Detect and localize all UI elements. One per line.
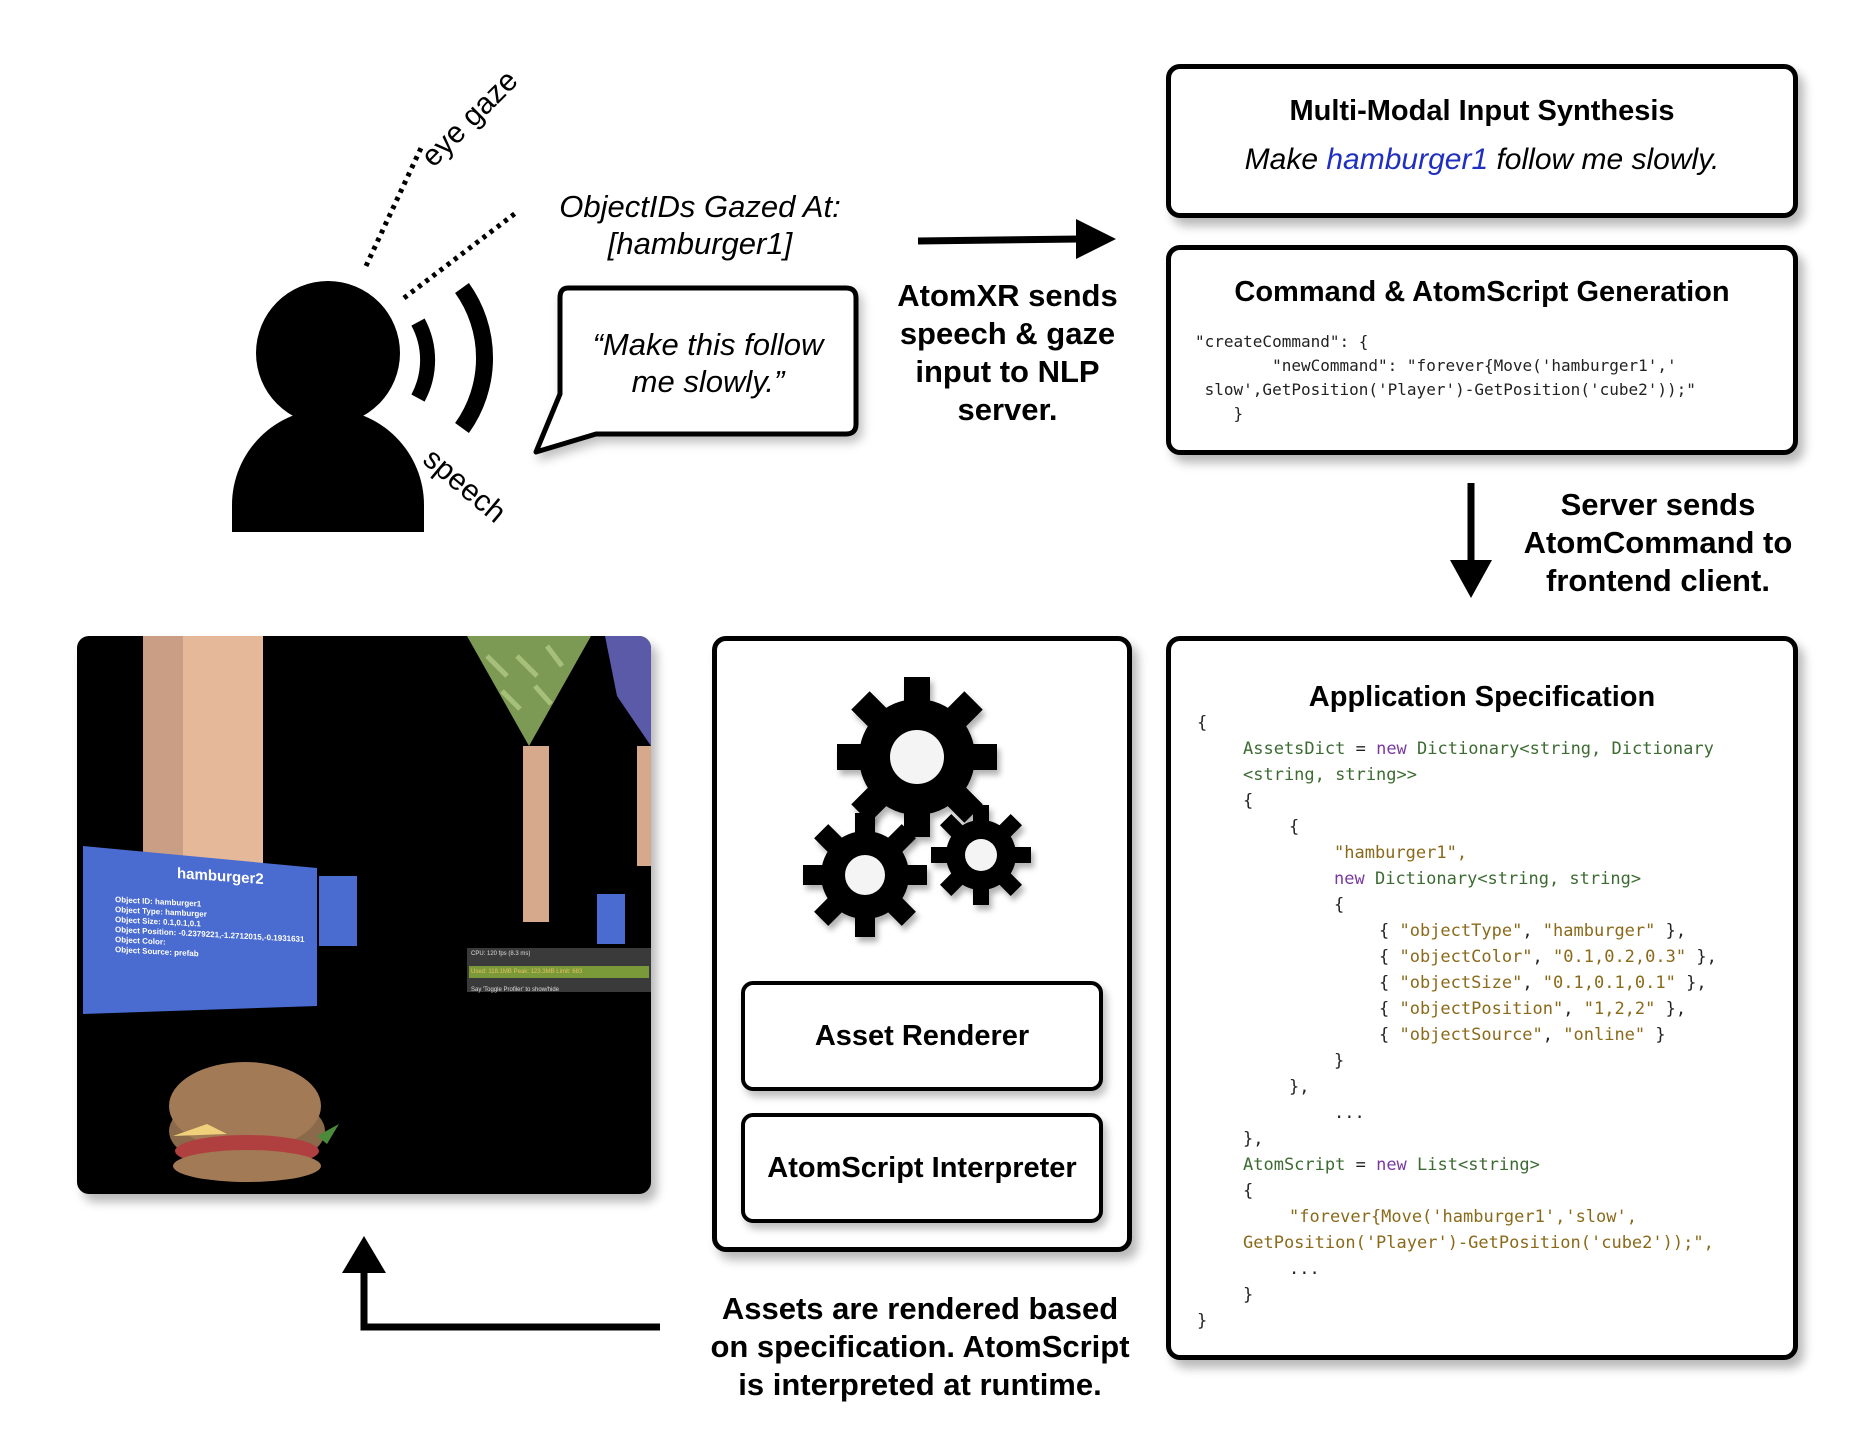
command-code-line: "createCommand": { [1195, 332, 1369, 351]
list-type: List<string> [1417, 1155, 1540, 1175]
step-render-line: is interpreted at runtime. [738, 1367, 1102, 1402]
multimodal-sentence: Make hamburger1 follow me slowly. [1171, 143, 1793, 177]
spec-line: { [1334, 895, 1345, 915]
spec-entry-line: { "objectSource", "online" } [1379, 1025, 1666, 1045]
speech-line1: “Make this follow [592, 327, 824, 362]
runtime-box: Asset Renderer AtomScript Interpreter [712, 636, 1132, 1252]
scene-stats-line: CPU: 120 fps (8.3 ms) [471, 951, 531, 957]
spec-line: GetPosition('Player')-GetPosition('cube2… [1243, 1233, 1714, 1253]
step-send-line: input to NLP [915, 354, 1100, 389]
spec-line: <string, string>> [1243, 765, 1417, 785]
scene-art [83, 636, 651, 1182]
command-gen-title: Command & AtomScript Generation [1234, 276, 1730, 308]
spec-line: { [1197, 713, 1208, 733]
entry-end: } [1645, 1025, 1666, 1045]
entry-value: "0.1,0.2,0.3" [1553, 947, 1687, 967]
command-code-line: } [1195, 404, 1244, 423]
step-send-line: speech & gaze [899, 316, 1116, 351]
entry-value: "1,2,2" [1583, 999, 1656, 1019]
scene-stats: CPU: 120 fps (8.3 ms) Used: 118.1MB Peak… [471, 950, 582, 994]
spec-line: { [1243, 791, 1254, 811]
spec-entry-line: { "objectType", "hamburger" }, [1379, 921, 1687, 941]
gears-icon [803, 677, 1031, 937]
entry-end: }, [1655, 999, 1687, 1019]
spec-line: } [1197, 1311, 1208, 1331]
step-server-label: Server sends AtomCommand to frontend cli… [1518, 486, 1798, 600]
command-gen-box: Command & AtomScript Generation "createC… [1166, 245, 1798, 455]
app-spec-box: Application Specification { AssetsDict =… [1166, 636, 1798, 1360]
command-code-line: "newCommand": "forever{Move('hamburger1'… [1195, 356, 1677, 375]
entry-value: "0.1,0.1,0.1" [1542, 973, 1676, 993]
spec-line: } [1334, 1051, 1345, 1071]
spec-line: { [1243, 1181, 1254, 1201]
spec-line: }, [1243, 1129, 1264, 1149]
entry-key: "objectColor" [1399, 947, 1533, 967]
entry-key: "objectSource" [1399, 1025, 1543, 1045]
dict-type: Dictionary<string, Dictionary [1417, 739, 1714, 759]
sentence-object: hamburger1 [1326, 143, 1489, 176]
spec-entry-line: { "objectSize", "0.1,0.1,0.1" }, [1379, 973, 1707, 993]
eq: = [1345, 739, 1377, 759]
gaze-info-line2: [hamburger1] [607, 226, 793, 261]
spec-line: "hamburger1", [1334, 843, 1468, 863]
entry-key: "objectSize" [1399, 973, 1523, 993]
speech-bubble-text: “Make this follow me slowly.” [560, 326, 856, 400]
spec-line: }, [1289, 1077, 1310, 1097]
step-send-line: server. [957, 392, 1058, 427]
speech-line2: me slowly.” [631, 364, 785, 399]
sentence-prefix: Make [1244, 143, 1327, 176]
gaze-info-line1: ObjectIDs Gazed At: [559, 189, 841, 224]
spec-line: ... [1289, 1259, 1320, 1279]
multimodal-title: Multi-Modal Input Synthesis [1289, 95, 1675, 127]
atomscript-interpreter-button: AtomScript Interpreter [741, 1113, 1103, 1223]
step-render-line: on specification. AtomScript [710, 1329, 1130, 1364]
spec-line: ... [1334, 1103, 1365, 1123]
step-send-label: AtomXR sends speech & gaze input to NLP … [880, 277, 1135, 429]
inner-type: Dictionary<string, string> [1374, 869, 1642, 889]
scene-stats-line: Say 'Toggle Profiler' to show/hide [471, 987, 560, 993]
entry-key: "objectType" [1399, 921, 1523, 941]
spec-line: { [1289, 817, 1300, 837]
command-code-line: slow',GetPosition('Player')-GetPosition(… [1195, 380, 1696, 399]
step-server-line: AtomCommand to [1523, 525, 1793, 560]
scene-panel-details: Object ID: hamburger1 Object Type: hambu… [115, 895, 304, 965]
scene-stats-line: Used: 118.1MB Peak: 123.3MB Limit: 683 [471, 969, 583, 975]
multimodal-box: Multi-Modal Input Synthesis Make hamburg… [1166, 64, 1798, 218]
spec-line: AssetsDict = new Dictionary<string, Dict… [1243, 739, 1714, 759]
entry-key: "objectPosition" [1399, 999, 1564, 1019]
new-kw: new [1334, 869, 1365, 889]
eq: = [1345, 1155, 1377, 1175]
new-kw: new [1376, 1155, 1407, 1175]
spec-entry-line: { "objectPosition", "1,2,2" }, [1379, 999, 1687, 1019]
spec-line: } [1243, 1285, 1254, 1305]
assets-name: AssetsDict [1243, 739, 1346, 759]
app-spec-title: Application Specification [1308, 681, 1656, 713]
step-server-line: frontend client. [1546, 563, 1770, 598]
entry-end: }, [1675, 973, 1707, 993]
step-server-line: Server sends [1560, 487, 1756, 522]
vr-scene-screenshot: hamburger2 Object ID: hamburger1 Object … [77, 636, 651, 1194]
spec-line: AtomScript = new List<string> [1243, 1155, 1540, 1175]
new-kw: new [1376, 739, 1407, 759]
step-render-label: Assets are rendered based on specificati… [700, 1290, 1140, 1404]
entry-end: }, [1655, 921, 1687, 941]
entry-value: "online" [1563, 1025, 1646, 1045]
entry-end: }, [1686, 947, 1717, 967]
spec-line: new Dictionary<string, string> [1334, 869, 1641, 889]
spec-entry-line: { "objectColor", "0.1,0.2,0.3" }, [1379, 947, 1717, 967]
step-render-line: Assets are rendered based [721, 1291, 1119, 1326]
entry-value: "hamburger" [1542, 921, 1656, 941]
spec-line: "forever{Move('hamburger1','slow', [1289, 1207, 1637, 1227]
script-name: AtomScript [1243, 1155, 1346, 1175]
step-send-line: AtomXR sends [897, 278, 1118, 313]
gaze-info: ObjectIDs Gazed At: [hamburger1] [540, 188, 860, 262]
sentence-suffix: follow me slowly. [1488, 143, 1720, 176]
asset-renderer-button: Asset Renderer [741, 981, 1103, 1091]
